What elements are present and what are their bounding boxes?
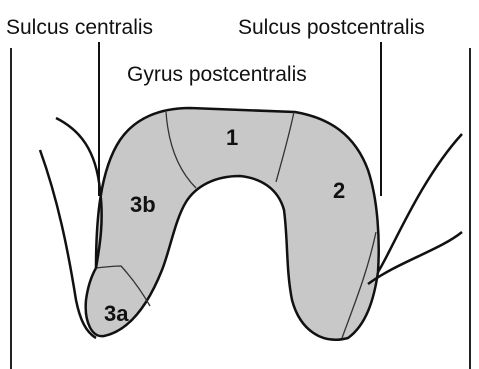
sulcus-centralis-label: Sulcus centralis <box>6 17 153 38</box>
right-lower-surface <box>368 232 462 284</box>
gyrus-postcentralis-label: Gyrus postcentralis <box>127 64 307 85</box>
region-3a-label: 3a <box>104 303 128 325</box>
region-1-label: 1 <box>226 127 238 149</box>
region-2-label: 2 <box>333 180 345 202</box>
sulcus-postcentralis-label: Sulcus postcentralis <box>238 17 425 38</box>
right-outer-surface <box>378 134 462 272</box>
left-outer-surface <box>56 118 102 268</box>
region-3b-label: 3b <box>130 194 156 216</box>
